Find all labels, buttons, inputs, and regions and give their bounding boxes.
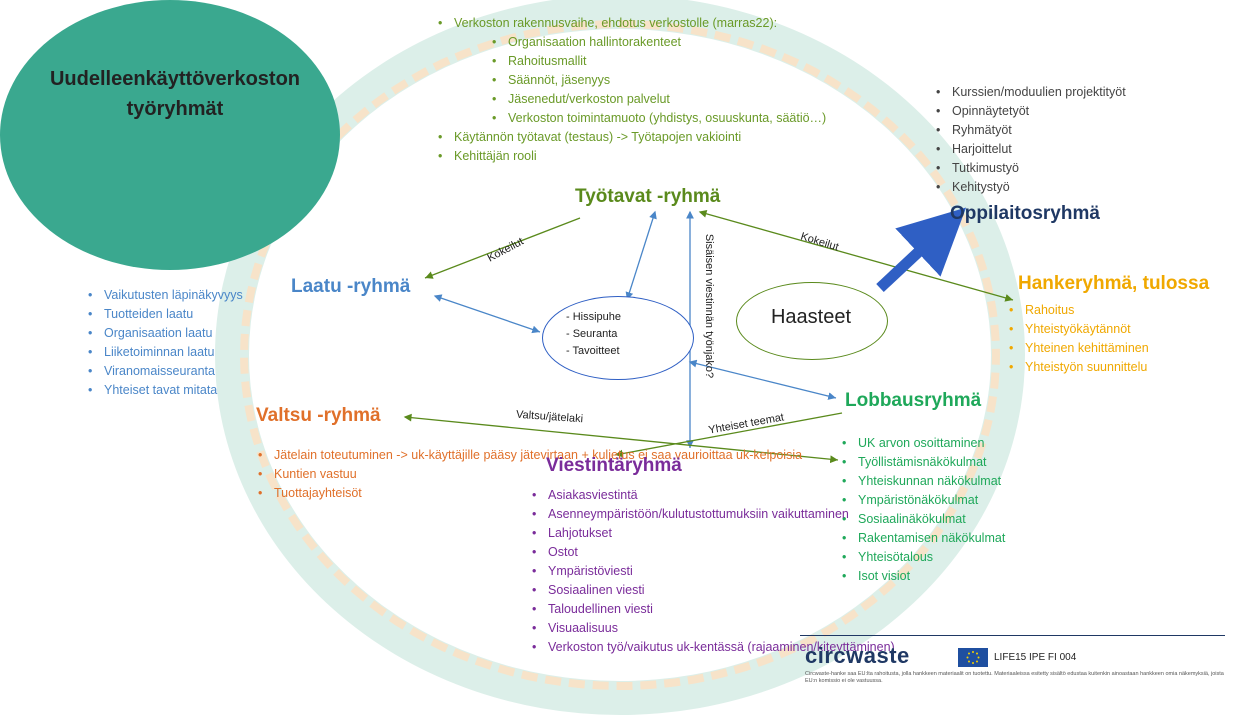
- viestinta-list: AsiakasviestintäAsenneympäristöön/kulutu…: [530, 486, 895, 657]
- center-list-item: - Hissipuhe: [566, 311, 622, 323]
- viestinta-list-item: Verkoston työ/vaikutus uk-kentässä (raja…: [530, 638, 895, 657]
- footer-divider: [800, 635, 1225, 636]
- arrow-tyotavat-center: [625, 210, 657, 301]
- eu-code: LIFE15 IPE FI 004: [994, 652, 1077, 663]
- center-list-item: - Seuranta: [566, 328, 618, 340]
- oppilaitos-list-item: Opinnäytetyöt: [934, 102, 1126, 121]
- group-laatu: Laatu -ryhmä: [291, 276, 411, 297]
- viestinta-list-item: Visuaalisuus: [530, 619, 895, 638]
- valtsu-list-item: Jätelain toteutuminen -> uk-käyttäjille …: [256, 446, 802, 465]
- top-list-subitem: Verkoston toimintamuoto (yhdistys, osuus…: [436, 109, 826, 128]
- label-sisainen: Sisäisen viestinnän työnjako?: [703, 233, 715, 379]
- top-list-subitem: Jäsenedut/verkoston palvelut: [436, 90, 826, 109]
- laatu-list-item: Organisaation laatu: [86, 324, 243, 343]
- haasteet-ellipse: [736, 282, 888, 360]
- oppilaitos-list-item: Harjoittelut: [934, 140, 1126, 159]
- valtsu-list-item: Kuntien vastuu: [256, 465, 482, 484]
- top-list-subitem: Organisaation hallintorakenteet: [436, 33, 826, 52]
- group-hanke: Hankeryhmä, tulossa: [1018, 273, 1210, 294]
- oppilaitos-list-item: Tutkimustyö: [934, 159, 1126, 178]
- laatu-list-item: Vaikutusten läpinäkyvyys: [86, 286, 243, 305]
- oppilaitos-list: Kurssien/moduulien projektityötOpinnäyte…: [934, 83, 1126, 197]
- arrow-kokeilut-right: [698, 210, 1014, 302]
- arrow-laatu-center: [433, 294, 541, 334]
- oppilaitos-list-item: Ryhmätyöt: [934, 121, 1126, 140]
- hanke-list-item: Yhteistyön suunnittelu: [1007, 358, 1149, 377]
- top-list-subitem: Säännöt, jäsenyys: [436, 71, 826, 90]
- oppilaitos-list-item: Kehitystyö: [934, 178, 1126, 197]
- title-circle: [0, 0, 340, 270]
- viestinta-list-item: Ostot: [530, 543, 895, 562]
- laatu-list-item: Tuotteiden laatu: [86, 305, 243, 324]
- eu-flag-icon: [958, 648, 988, 667]
- top-list-item: Käytännön työtavat (testaus) -> Työtapoj…: [436, 128, 826, 147]
- arrow-oppilaitos: [876, 207, 967, 293]
- viestinta-list-item: Lahjotukset: [530, 524, 895, 543]
- footer-disclaimer: Circwaste-hanke saa EU:lta rahoitusta, j…: [805, 671, 1224, 684]
- group-valtsu: Valtsu -ryhmä: [256, 405, 381, 426]
- group-tyotavat: Työtavat -ryhmä: [575, 186, 721, 207]
- group-oppilaitos: Oppilaitosryhmä: [950, 203, 1100, 224]
- top-list-item: Verkoston rakennusvaihe, ehdotus verkost…: [436, 14, 826, 33]
- hanke-list-item: Yhteinen kehittäminen: [1007, 339, 1149, 358]
- laatu-list-item: Liiketoiminnan laatu: [86, 343, 243, 362]
- viestinta-list-item: Sosiaalinen viesti: [530, 581, 895, 600]
- viestinta-list-item: Asiakasviestintä: [530, 486, 895, 505]
- top-list: Verkoston rakennusvaihe, ehdotus verkost…: [436, 14, 826, 166]
- valtsu-list: Jätelain toteutuminen -> uk-käyttäjille …: [256, 446, 802, 503]
- top-list-subitem: Rahoitusmallit: [436, 52, 826, 71]
- lobbaus-list-item: Yhteiskunnan näkökulmat: [840, 472, 1005, 491]
- viestinta-list-item: Taloudellinen viesti: [530, 600, 895, 619]
- circwaste-logo: circwaste: [805, 643, 910, 668]
- top-list-item: Kehittäjän rooli: [436, 147, 826, 166]
- group-viestinta: Viestintäryhmä: [546, 455, 682, 476]
- laatu-list-item: Viranomaisseuranta: [86, 362, 243, 381]
- viestinta-list-item: Ympäristöviesti: [530, 562, 895, 581]
- center-ellipse: [542, 296, 694, 380]
- valtsu-list-item: Tuottajayhteisöt: [256, 484, 482, 503]
- hanke-list-item: Rahoitus: [1007, 301, 1149, 320]
- group-lobbaus: Lobbausryhmä: [845, 390, 982, 411]
- page-title: Uudelleenkäyttöverkoston työryhmät: [49, 68, 301, 120]
- laatu-list: Vaikutusten läpinäkyvyysTuotteiden laatu…: [86, 286, 243, 400]
- center-list-item: - Tavoitteet: [566, 345, 620, 357]
- viestinta-list-item: Asenneympäristöön/kulutustottumuksiin va…: [530, 505, 895, 524]
- arrow-kokeilut-left: [424, 217, 581, 279]
- arrow-center-lobbaus: [688, 359, 837, 400]
- lobbaus-list-item: UK arvon osoittaminen: [840, 434, 1005, 453]
- lobbaus-list-item: Työllistämisnäkökulmat: [840, 453, 1005, 472]
- hanke-list: RahoitusYhteistyökäytännötYhteinen kehit…: [1007, 301, 1149, 377]
- center-list: - Hissipuhe - Seuranta - Tavoitteet: [566, 309, 621, 360]
- hanke-list-item: Yhteistyökäytännöt: [1007, 320, 1149, 339]
- oppilaitos-list-item: Kurssien/moduulien projektityöt: [934, 83, 1126, 102]
- haasteet-label: Haasteet: [770, 306, 852, 328]
- laatu-list-item: Yhteiset tavat mitata: [86, 381, 243, 400]
